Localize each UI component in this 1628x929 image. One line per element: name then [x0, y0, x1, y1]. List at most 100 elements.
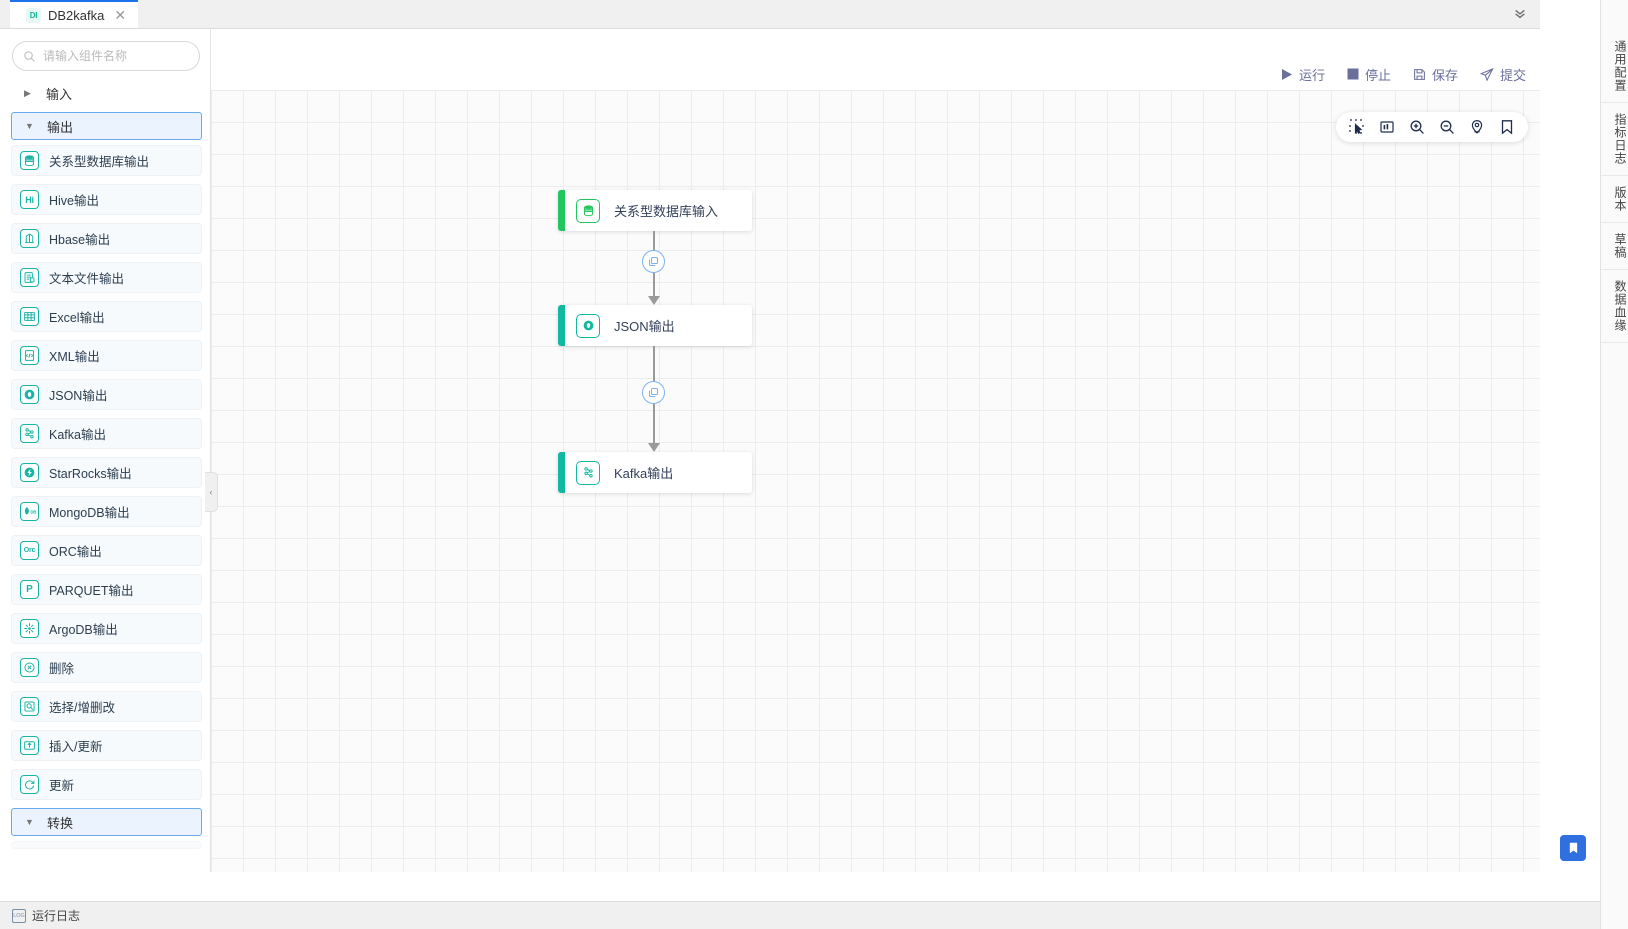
run-label: 运行	[1298, 67, 1325, 83]
search-input[interactable]	[36, 49, 198, 63]
bookmark-icon[interactable]	[1499, 119, 1515, 135]
tab-db2kafka[interactable]: DI DB2kafka ✕	[10, 0, 139, 28]
tab-title: DB2kafka	[48, 7, 105, 23]
component-item-label: XML输出	[49, 350, 100, 364]
component-item[interactable]: P PARQUET输出	[11, 574, 202, 605]
group-label-output: 输出	[47, 119, 74, 135]
stop-label: 停止	[1364, 67, 1391, 83]
component-item[interactable]: DB MongoDB输出	[11, 496, 202, 527]
component-item[interactable]: ArgoDB输出	[11, 613, 202, 644]
orc-icon: Orc	[20, 541, 39, 560]
component-item[interactable]: Excel输出	[11, 301, 202, 332]
edge-copy-badge[interactable]	[642, 381, 665, 404]
edge-arrow-icon	[648, 443, 660, 452]
component-item[interactable]: 插入/更新	[11, 730, 202, 761]
component-item-partial[interactable]	[11, 841, 202, 849]
database-icon	[20, 151, 39, 170]
component-item-label: 删除	[49, 662, 75, 676]
edge-copy-badge[interactable]	[642, 250, 665, 273]
locate-icon[interactable]	[1469, 119, 1485, 135]
select-crud-icon	[20, 697, 39, 716]
rail-item-data-lineage[interactable]: 数据血缘	[1601, 270, 1628, 343]
insert-update-icon	[20, 736, 39, 755]
run-button[interactable]: 运行	[1281, 65, 1325, 84]
submit-button[interactable]: 提交	[1479, 65, 1526, 84]
component-item[interactable]: StarRocks输出	[11, 457, 202, 488]
bookmark-fab[interactable]	[1560, 835, 1586, 861]
group-header-input[interactable]: ▶ 输入	[11, 79, 202, 107]
flow-node[interactable]: 关系型数据库输入	[558, 190, 752, 231]
save-label: 保存	[1431, 67, 1458, 83]
starrocks-icon	[20, 463, 39, 482]
component-item[interactable]: Hbase输出	[11, 223, 202, 254]
save-button[interactable]: 保存	[1413, 65, 1458, 84]
argodb-icon	[20, 619, 39, 638]
node-accent-bar	[558, 305, 565, 346]
stop-icon	[1347, 68, 1359, 80]
flow-node[interactable]: Kafka输出	[558, 452, 752, 493]
search-box[interactable]	[12, 41, 200, 71]
component-item-label: 关系型数据库输出	[49, 155, 150, 169]
excel-icon	[20, 307, 39, 326]
run-log-label[interactable]: 运行日志	[32, 909, 81, 923]
paper-plane-icon	[1479, 67, 1494, 81]
chevron-right-icon: ▶	[24, 87, 31, 98]
group-header-output[interactable]: ▼ 输出	[11, 112, 202, 140]
node-label: Kafka输出	[614, 466, 674, 481]
parquet-icon: P	[20, 580, 39, 599]
group-header-transform[interactable]: ▼ 转换	[11, 808, 202, 836]
action-toolbar: 运行 停止 保存 提交	[211, 58, 1540, 90]
group-label-input: 输入	[46, 86, 73, 102]
select-marquee-icon[interactable]	[1349, 119, 1365, 135]
rail-item-version[interactable]: 版本	[1601, 176, 1628, 223]
close-icon[interactable]: ✕	[114, 7, 127, 23]
chevron-down-icon[interactable]	[1510, 3, 1530, 23]
floppy-disk-icon	[1414, 68, 1425, 80]
text-file-icon	[20, 268, 39, 287]
component-item[interactable]: 选择/增删改	[11, 691, 202, 722]
rail-item-draft[interactable]: 草稿	[1601, 223, 1628, 270]
component-item[interactable]: Kafka输出	[11, 418, 202, 449]
node-label: JSON输出	[614, 319, 675, 334]
component-item[interactable]: 更新	[11, 769, 202, 800]
component-item-label: MongoDB输出	[49, 506, 130, 520]
di-badge-icon: DI	[26, 7, 41, 23]
flow-node[interactable]: JSON输出	[558, 305, 752, 346]
zoom-in-icon[interactable]	[1409, 119, 1425, 135]
canvas-toolbar	[1336, 112, 1528, 142]
panel-collapse-handle[interactable]: ‹	[205, 472, 218, 512]
component-item-label: ORC输出	[49, 545, 102, 559]
json-icon	[576, 313, 600, 338]
zoom-out-icon[interactable]	[1439, 119, 1455, 135]
tab-bar: DI DB2kafka ✕	[0, 0, 1540, 29]
right-rail: 通用配置 指标日志 版本 草稿 数据血缘	[1600, 0, 1628, 929]
component-item-label: StarRocks输出	[49, 467, 132, 481]
component-item[interactable]: JSON输出	[11, 379, 202, 410]
json-icon	[20, 385, 39, 404]
fit-to-view-icon[interactable]	[1379, 119, 1395, 135]
chevron-down-icon: ▼	[25, 817, 34, 827]
component-item[interactable]: XML输出	[11, 340, 202, 371]
xml-icon	[20, 346, 39, 365]
component-item[interactable]: Orc ORC输出	[11, 535, 202, 566]
flow-canvas[interactable]: 关系型数据库输入 JSON输出 Kafka输出	[211, 90, 1540, 872]
component-item-label: Excel输出	[49, 311, 105, 325]
component-item[interactable]: 文本文件输出	[11, 262, 202, 293]
component-item-label: 插入/更新	[49, 740, 103, 754]
component-item-label: PARQUET输出	[49, 584, 134, 598]
rail-item-general-config[interactable]: 通用配置	[1601, 30, 1628, 103]
bookmark-icon	[1569, 842, 1577, 854]
component-item-label: 文本文件输出	[49, 272, 125, 286]
stop-button[interactable]: 停止	[1347, 65, 1391, 84]
component-item-label: Hbase输出	[49, 233, 111, 247]
kafka-icon	[20, 424, 39, 443]
component-item[interactable]: 删除	[11, 652, 202, 683]
svg-text:DB: DB	[30, 510, 36, 515]
rail-item-metric-log[interactable]: 指标日志	[1601, 103, 1628, 176]
component-item[interactable]: 关系型数据库输出	[11, 145, 202, 176]
